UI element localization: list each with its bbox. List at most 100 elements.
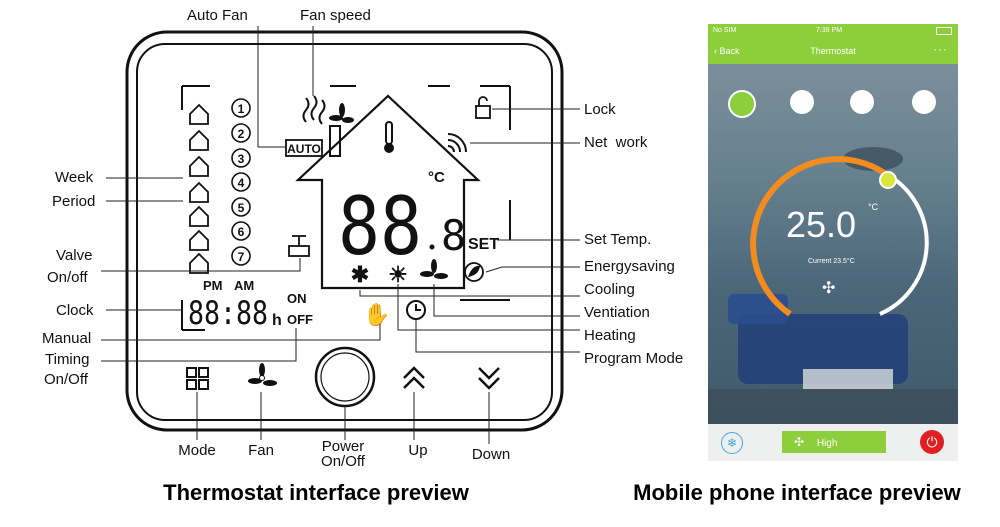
label-cooling: Cooling xyxy=(584,281,635,298)
temperature-dial xyxy=(750,156,929,317)
ventilation-fan-icon xyxy=(420,259,448,279)
energysaving-leaf-icon xyxy=(464,262,484,282)
lock-mode-icon[interactable] xyxy=(912,90,936,114)
day-7-circle xyxy=(231,246,251,266)
day-5-number: 5 xyxy=(238,201,245,215)
valve-icon xyxy=(288,235,310,257)
day-2-house-icon xyxy=(189,129,209,151)
label-mode: Mode xyxy=(178,442,216,459)
day-2: 2 xyxy=(189,123,251,151)
week-day-column: 1 2 3 4 5 6 7 xyxy=(189,98,251,274)
program-mode-icon[interactable] xyxy=(790,90,814,114)
power-button[interactable] xyxy=(314,346,376,408)
battery-icon xyxy=(936,27,952,35)
fan-speed-label: High xyxy=(816,438,838,449)
label-network: Net work xyxy=(584,134,648,151)
power-icon[interactable]: ⏻ xyxy=(920,430,944,454)
label-down: Down xyxy=(472,446,510,463)
current-temperature: Current 23.5°C xyxy=(808,258,855,265)
eco-leaf-icon[interactable] xyxy=(850,90,874,114)
day-2-number: 2 xyxy=(238,127,245,141)
day-3-circle xyxy=(231,148,251,168)
temperature-arc-active xyxy=(750,156,888,317)
more-button[interactable]: ··· xyxy=(933,42,948,56)
day-1-number: 1 xyxy=(238,102,245,116)
day-5: 5 xyxy=(189,197,251,227)
network-icon xyxy=(447,133,467,153)
day-6-house-icon xyxy=(189,229,209,251)
temperature-unit: °C xyxy=(868,202,879,212)
label-fan-speed: Fan speed xyxy=(300,7,371,24)
program-clock-icon xyxy=(406,300,426,320)
up-button[interactable] xyxy=(403,366,425,389)
cooling-snowflake-icon: ✱ xyxy=(351,262,369,287)
day-6: 6 xyxy=(189,221,251,251)
auto-badge-label: AUTO xyxy=(287,142,321,156)
manual-hand-icon: ✋ xyxy=(363,302,390,327)
fan-speed-button[interactable]: ✣ High xyxy=(782,431,886,453)
am-indicator: AM xyxy=(234,278,254,293)
day-4: 4 xyxy=(189,172,251,203)
label-set-temp: Set Temp. xyxy=(584,231,651,248)
day-6-circle xyxy=(231,221,251,241)
status-time: 7:39 PM xyxy=(816,27,843,34)
phone-bottom-bar: ❄ ✣ High ⏻ xyxy=(708,424,958,461)
phone-app-screen: No SIM 7:39 PM ‹ Back Thermostat ··· 25.… xyxy=(708,24,958,461)
phone-nav-bar: ‹ Back Thermostat ··· xyxy=(708,38,958,64)
day-4-number: 4 xyxy=(238,176,245,190)
label-manual: Manual xyxy=(42,330,91,347)
sun-icon: ☀ xyxy=(388,262,408,287)
day-1: 1 xyxy=(189,98,251,125)
day-3: 3 xyxy=(189,148,251,177)
sofa xyxy=(738,314,908,384)
label-energysaving: Energysaving xyxy=(584,258,675,275)
day-3-number: 3 xyxy=(238,152,245,166)
set-indicator: SET xyxy=(468,236,499,253)
day-3-house-icon xyxy=(189,155,209,177)
nav-title: Thermostat xyxy=(810,46,856,56)
label-week: Week xyxy=(55,169,94,186)
back-label: Back xyxy=(719,46,740,56)
mode-button[interactable] xyxy=(186,367,209,390)
manual-mode-icon[interactable] xyxy=(728,90,756,118)
label-program-mode: Program Mode xyxy=(584,350,683,367)
decimal-point xyxy=(429,244,435,250)
day-2-circle xyxy=(231,123,251,143)
fan-status-icon: ✣ xyxy=(822,280,836,297)
label-power-line2: On/Off xyxy=(321,453,366,470)
phone-status-bar: No SIM 7:39 PM xyxy=(708,24,958,38)
day-7-house-icon xyxy=(189,252,209,274)
celsius-symbol: °C xyxy=(428,169,445,186)
thermometer-icon xyxy=(384,121,394,153)
day-1-circle xyxy=(231,98,251,118)
label-ventilation: Ventiation xyxy=(584,304,650,321)
snowflake-mode-icon[interactable]: ❄ xyxy=(721,432,743,454)
label-heating: Heating xyxy=(584,327,636,344)
fan-speed-fan-icon: ✣ xyxy=(794,435,805,449)
label-power-line1: Power xyxy=(322,438,365,455)
temperature-knob[interactable] xyxy=(879,171,897,189)
day-4-circle xyxy=(231,172,251,192)
day-4-house-icon xyxy=(189,181,209,203)
lcd-house-chimney xyxy=(329,125,341,157)
label-lock: Lock xyxy=(584,101,616,118)
down-button[interactable] xyxy=(478,367,500,390)
label-valve-line2: On/off xyxy=(47,269,88,286)
set-temperature-digits: 88 xyxy=(338,180,422,273)
day-6-number: 6 xyxy=(238,225,245,239)
label-clock: Clock xyxy=(56,302,94,319)
label-fan: Fan xyxy=(248,442,274,459)
on-indicator: ON xyxy=(287,291,307,306)
label-valve-line1: Valve xyxy=(56,247,92,264)
pm-indicator: PM xyxy=(203,278,223,293)
hour-unit: h xyxy=(272,312,282,329)
lcd-fan-icon xyxy=(329,103,354,123)
fan-speed-icon xyxy=(302,95,326,125)
back-button[interactable]: ‹ Back xyxy=(714,46,740,56)
off-indicator: OFF xyxy=(287,312,313,327)
day-7-number: 7 xyxy=(238,250,245,264)
ceiling-lamp xyxy=(843,147,903,171)
fan-button[interactable] xyxy=(248,363,277,386)
coffee-table xyxy=(803,369,893,389)
